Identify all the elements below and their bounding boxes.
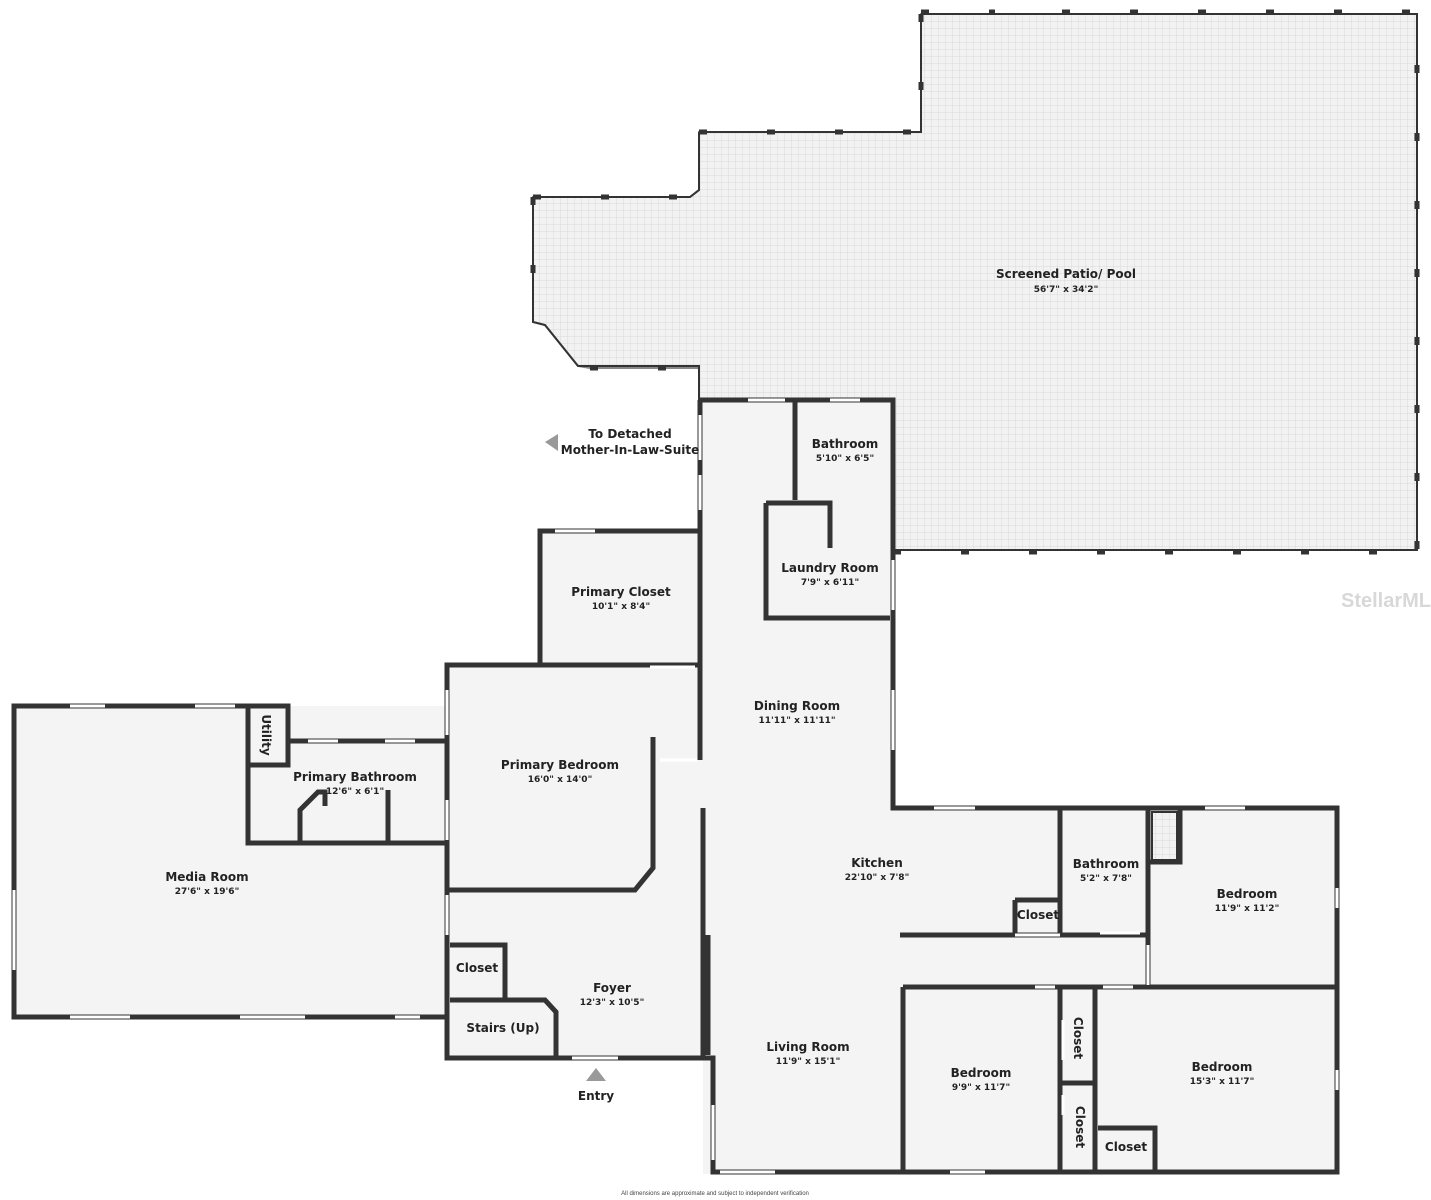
walls [11,397,1340,1175]
room-name: Living Room [766,1040,849,1054]
windows [12,398,1339,1174]
floors [14,400,1339,1174]
room-name: Closet [1071,1017,1085,1059]
room-name: Closet [1105,1140,1147,1154]
screened-patio [530,9,1420,555]
room-name: Foyer [593,981,631,995]
room-name: Screened Patio/ Pool [996,267,1136,281]
room-dims: 11'9" x 11'2" [1215,904,1280,914]
room-name: Bathroom [812,437,878,451]
arrow-up-icon [586,1068,606,1081]
room-name: Utility [259,714,273,756]
room-name: Bathroom [1073,857,1139,871]
room-dims: 27'6" x 19'6" [175,887,240,897]
detached-label: To Detached [588,427,671,441]
room-dims: 5'2" x 7'8" [1080,874,1132,884]
room-name: Closet [456,961,498,975]
room-name: Bedroom [951,1066,1012,1080]
room-dims: 56'7" x 34'2" [1034,285,1099,295]
room-dims: 11'9" x 15'1" [776,1057,841,1067]
room-name: Bedroom [1217,887,1278,901]
room-name: Primary Bedroom [501,758,619,772]
room-name: Kitchen [851,856,903,870]
room-name: Media Room [165,870,248,884]
room-dims: 12'3" x 10'5" [580,998,645,1008]
room-name: Primary Closet [571,585,671,599]
room-dims: 5'10" x 6'5" [816,454,874,464]
entry-label: Entry [578,1089,614,1103]
room-name: Primary Bathroom [293,770,417,784]
room-dims: 16'0" x 14'0" [528,775,593,785]
room-dims: 22'10" x 7'8" [845,873,910,883]
room-name: Stairs (Up) [466,1021,539,1035]
room-dims: 10'1" x 8'4" [592,602,650,612]
room-dims: 12'6" x 6'1" [326,787,384,797]
disclaimer: All dimensions are approximate and subje… [621,1191,809,1197]
room-dims: 9'9" x 11'7" [952,1083,1010,1093]
watermark: StellarMLS [1341,590,1431,612]
room-name: Bedroom [1192,1060,1253,1074]
room-name: Laundry Room [781,561,879,575]
room-name: Dining Room [754,699,840,713]
room-name: Closet [1017,908,1059,922]
arrow-left-icon [545,434,558,451]
room-dims: 15'3" x 11'7" [1190,1077,1255,1087]
room-name: Closet [1073,1106,1087,1148]
detached-label: Mother-In-Law-Suite [561,443,699,457]
room-dims: 11'11" x 11'11" [758,716,835,726]
room-dims: 7'9" x 6'11" [801,578,859,588]
